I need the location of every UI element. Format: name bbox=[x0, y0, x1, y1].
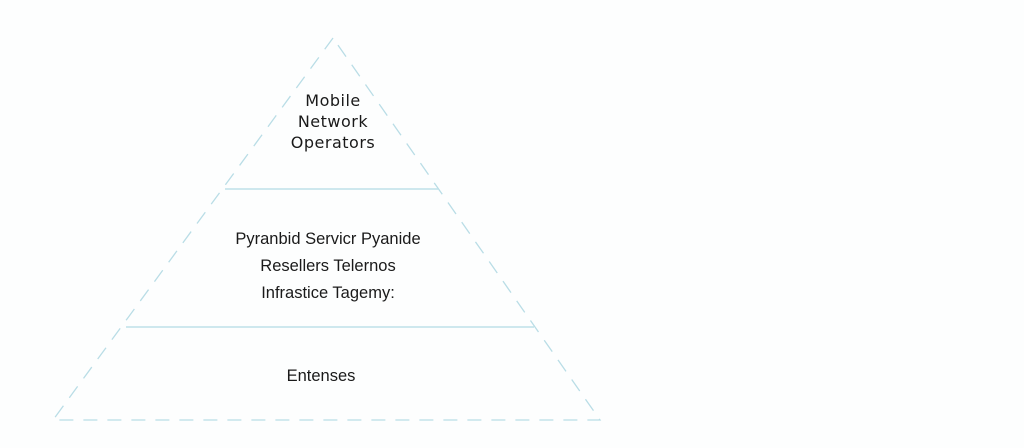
tier-middle-line-1: Pyranbid Servicr Pyanide bbox=[235, 230, 421, 248]
tier-bottom-label: Entenses bbox=[287, 367, 356, 386]
tier-middle-label: Pyranbid Servicr Pyanide Resellers Teler… bbox=[235, 226, 420, 307]
tier-top-label: Mobile Network Operators bbox=[291, 90, 375, 153]
tier-top-line-1: Mobile bbox=[305, 91, 361, 110]
tier-top-line-2: Network bbox=[297, 112, 369, 131]
tier-bottom-line-1: Entenses bbox=[286, 367, 356, 385]
tier-middle-line-2: Resellers Telernos bbox=[260, 257, 396, 275]
tier-middle-line-3: Infrastice Tagemy: bbox=[261, 284, 395, 302]
tier-top-line-3: Operators bbox=[290, 133, 376, 152]
